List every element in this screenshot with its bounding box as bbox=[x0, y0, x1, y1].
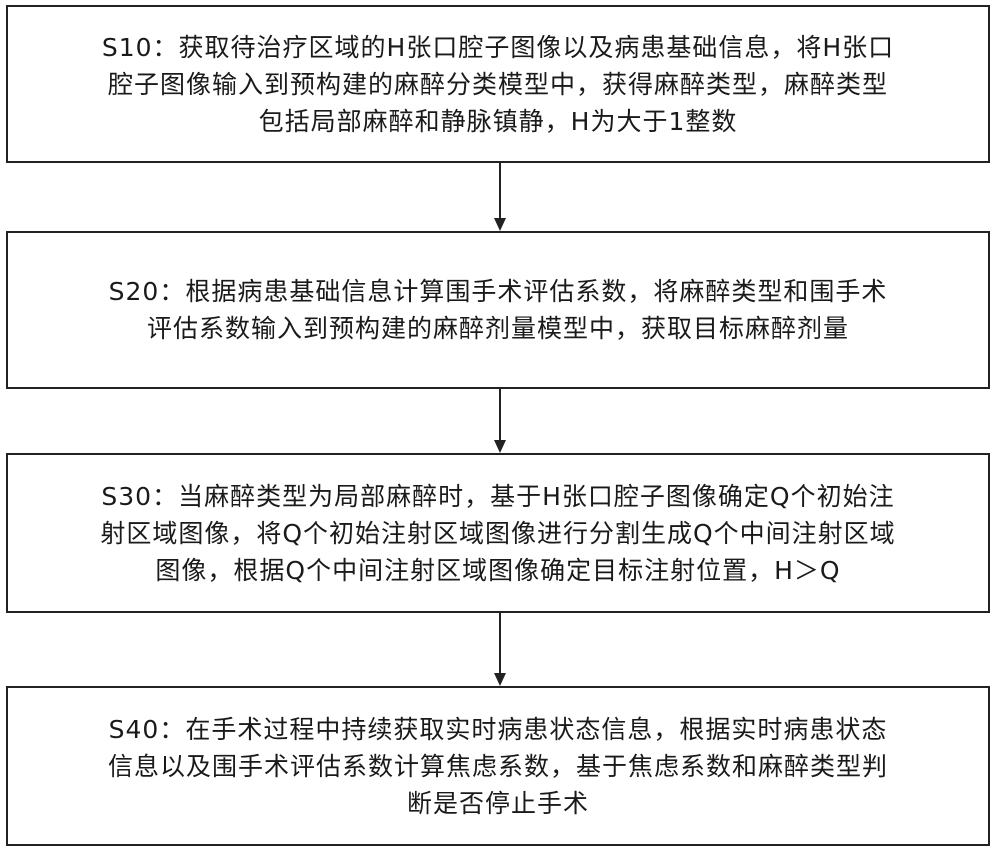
step-text-line: S40：在手术过程中持续获取实时病患状态信息，根据实时病患状态 bbox=[108, 714, 888, 744]
step-text-line: 断是否停止手术 bbox=[406, 788, 589, 818]
step-s30-box: S30：当麻醉类型为局部麻醉时，基于H张口腔子图像确定Q个初始注 射区域图像，将… bbox=[6, 453, 990, 613]
step-text-line: 图像，根据Q个中间注射区域图像确定目标注射位置，H＞Q bbox=[155, 555, 841, 585]
step-s40-box: S40：在手术过程中持续获取实时病患状态信息，根据实时病患状态 信息以及围手术评… bbox=[6, 686, 990, 846]
step-text-line: S20：根据病患基础信息计算围手术评估系数，将麻醉类型和围手术 bbox=[108, 277, 888, 306]
step-text-line: S10：获取待治疗区域的H张口腔子图像以及病患基础信息，将H张口 bbox=[101, 32, 895, 62]
arrow-s20-s30 bbox=[494, 389, 506, 453]
arrow-s30-s40 bbox=[494, 613, 506, 686]
step-text-line: 腔子图像输入到预构建的麻醉分类模型中，获得麻醉类型，麻醉类型 bbox=[107, 69, 888, 99]
arrow-s10-s20 bbox=[494, 163, 506, 231]
step-text-line: S30：当麻醉类型为局部麻醉时，基于H张口腔子图像确定Q个初始注 bbox=[101, 481, 895, 511]
step-text-line: 信息以及围手术评估系数计算焦虑系数，基于焦虑系数和麻醉类型判 bbox=[107, 751, 888, 781]
step-s10-box: S10：获取待治疗区域的H张口腔子图像以及病患基础信息，将H张口 腔子图像输入到… bbox=[6, 5, 990, 163]
step-text-line: 包括局部麻醉和静脉镇静，H为大于1整数 bbox=[258, 106, 738, 136]
step-s20-box: S20：根据病患基础信息计算围手术评估系数，将麻醉类型和围手术 评估系数输入到预… bbox=[6, 231, 990, 389]
step-text-line: 射区域图像，将Q个初始注射区域图像进行分割生成Q个中间注射区域 bbox=[100, 518, 896, 548]
step-text-line: 评估系数输入到预构建的麻醉剂量模型中，获取目标麻醉剂量 bbox=[146, 314, 849, 343]
